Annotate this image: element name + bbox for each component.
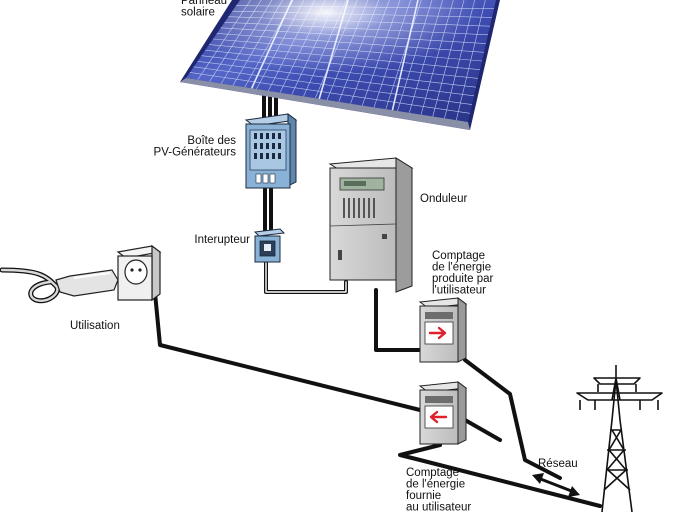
- meter-produced-icon: [418, 297, 468, 363]
- switch-label: Interupteur: [194, 234, 250, 246]
- junction-box-icon: [244, 113, 298, 189]
- power-socket-icon: [116, 244, 162, 302]
- plug-icon: [0, 267, 119, 304]
- double-arrow-icon: [532, 473, 580, 497]
- switch-icon: [253, 228, 286, 263]
- meter-supplied-icon: [418, 381, 468, 445]
- power-pylon-icon: [576, 365, 663, 512]
- inverter-icon: [328, 157, 414, 293]
- solar-panel-icon: [180, 0, 500, 130]
- inverter-label: Onduleur: [420, 193, 467, 205]
- usage-label: Utilisation: [70, 320, 120, 332]
- grid-label: Réseau: [538, 458, 578, 470]
